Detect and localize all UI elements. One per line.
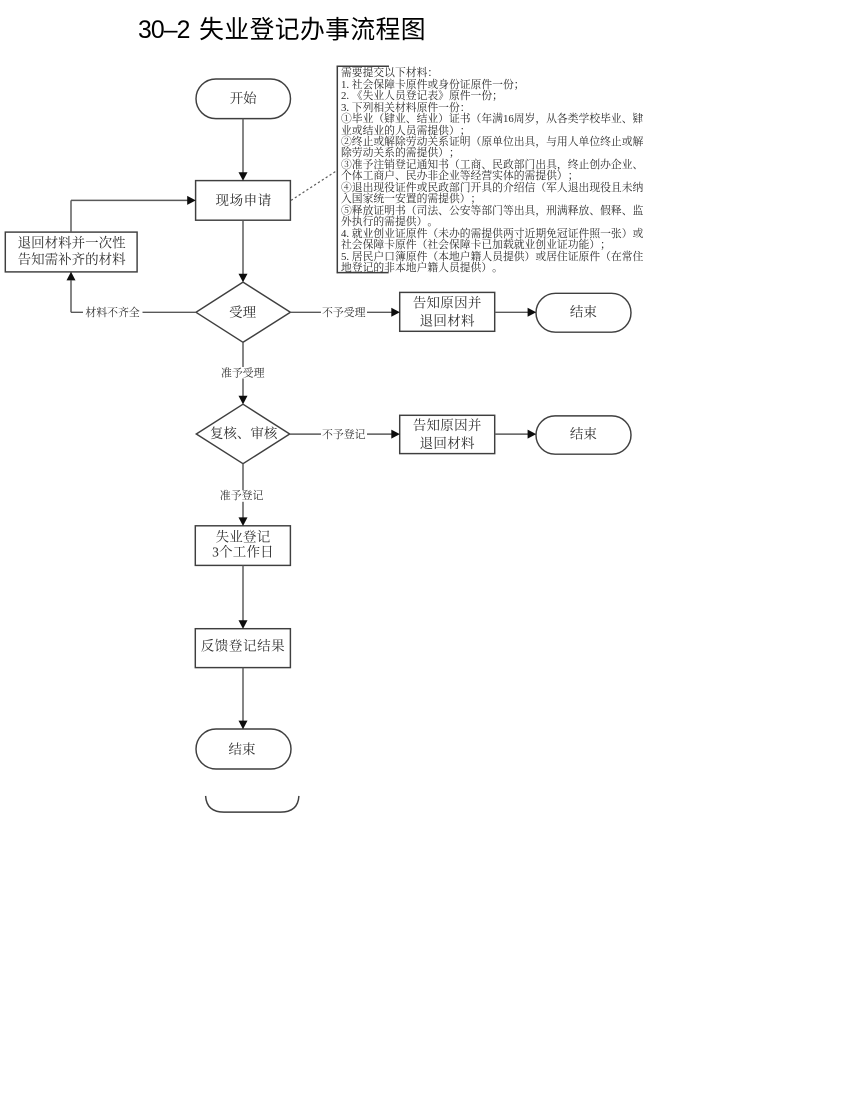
svg-text:告知需补齐的材料: 告知需补齐的材料: [18, 251, 126, 267]
svg-text:结束: 结束: [570, 304, 598, 320]
svg-text:现场申请: 现场申请: [215, 192, 271, 208]
svg-text:准予受理: 准予受理: [221, 365, 265, 379]
svg-text:材料不齐全: 材料不齐全: [85, 305, 140, 319]
svg-text:反馈登记结果: 反馈登记结果: [201, 637, 286, 653]
svg-text:复核、审核: 复核、审核: [210, 425, 278, 441]
svg-text:结束: 结束: [570, 426, 598, 442]
svg-text:不予登记: 不予登记: [322, 427, 366, 441]
svg-text:退回材料: 退回材料: [420, 312, 475, 328]
svg-text:告知原因并: 告知原因并: [413, 295, 482, 311]
svg-text:告知原因并: 告知原因并: [413, 417, 482, 433]
svg-text:结束: 结束: [229, 741, 256, 757]
svg-text:失业登记: 失业登记: [216, 529, 271, 544]
svg-text:退回材料并一次性: 退回材料并一次性: [18, 235, 126, 251]
svg-text:准予登记: 准予登记: [220, 488, 264, 502]
svg-text:不予受理: 不予受理: [322, 306, 366, 319]
svg-text:受理: 受理: [229, 305, 256, 320]
svg-text:开始: 开始: [230, 91, 257, 106]
svg-text:3个工作日: 3个工作日: [212, 545, 274, 560]
svg-text:退回材料: 退回材料: [420, 435, 475, 451]
